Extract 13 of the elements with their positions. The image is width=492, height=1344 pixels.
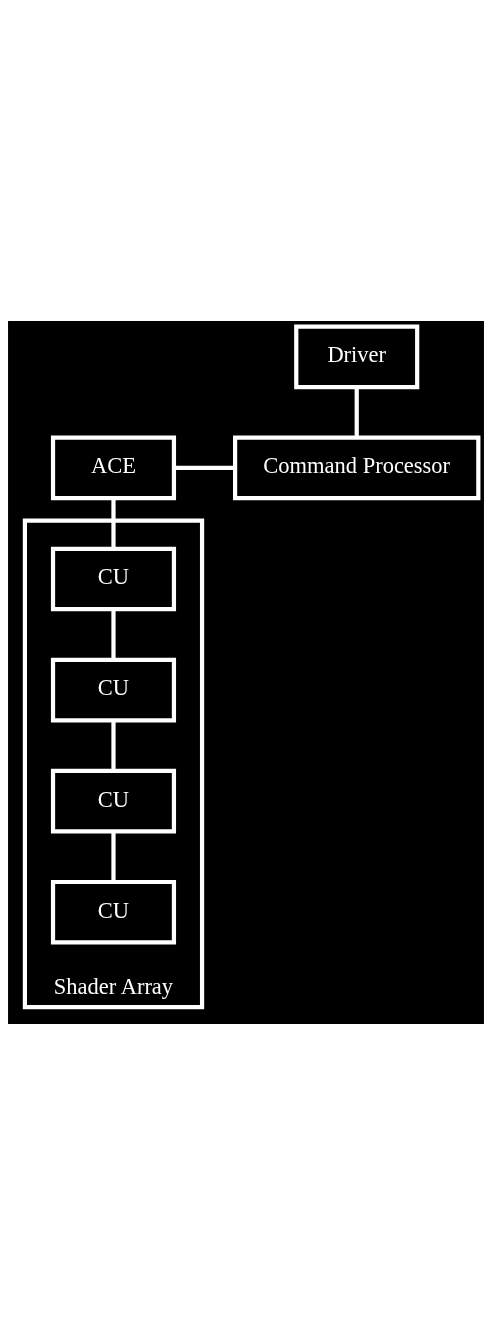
connector [354,386,359,437]
connector [111,497,116,548]
node-box: CU [50,879,177,945]
node-box: CU [50,768,177,833]
node-box: Driver [294,324,420,389]
node-box: CU [50,657,177,722]
node-box: ACE [50,435,177,500]
connector [111,831,116,882]
node-box: Command Processor [233,435,481,500]
connector [111,608,116,660]
connector [111,720,116,771]
node-box: CU [50,546,177,611]
connector [174,465,235,470]
